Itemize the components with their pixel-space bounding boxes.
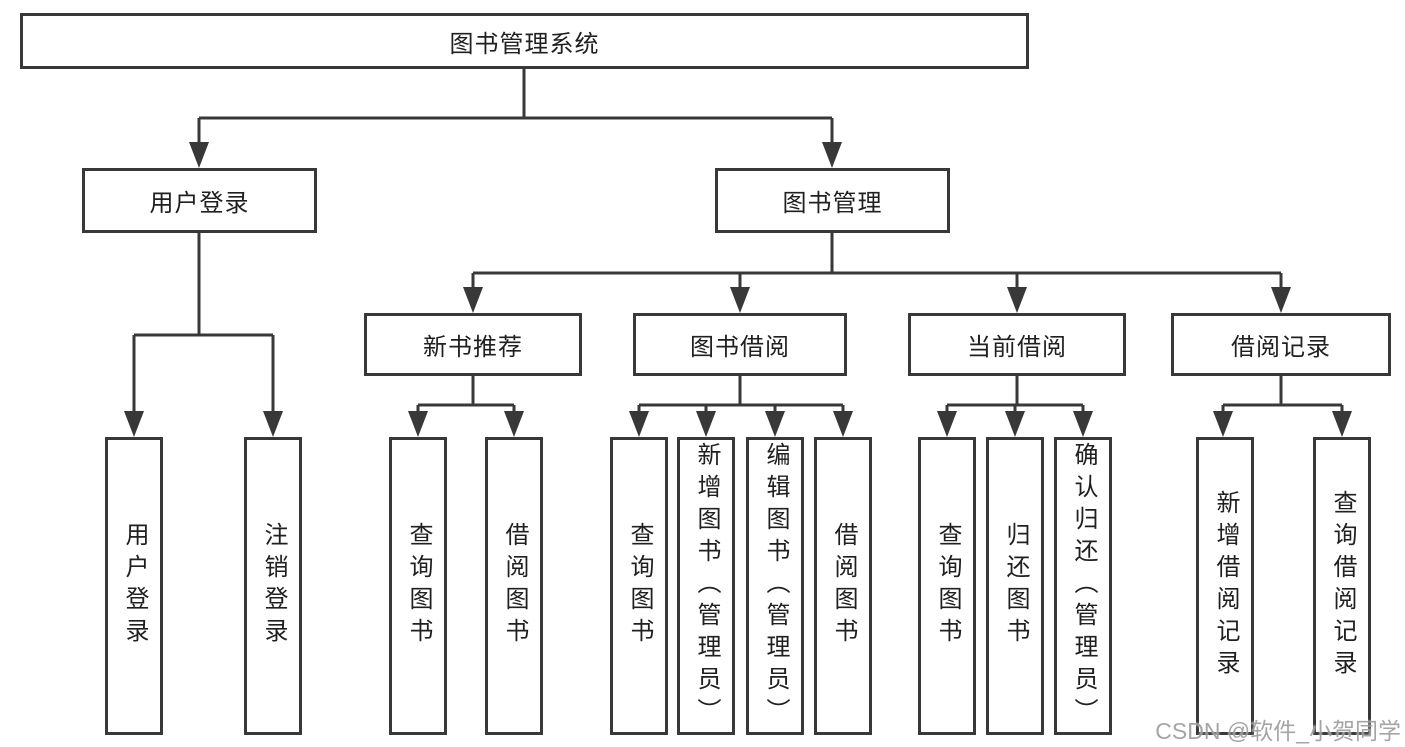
- leaf-label: 确认归还（管理员）: [1070, 442, 1097, 730]
- node-borrowing-records: 借阅记录: [1171, 313, 1391, 376]
- leaf-query-books: 查询图书: [610, 437, 668, 735]
- leaf-label: 注销登录: [260, 522, 287, 650]
- node-book-management: 图书管理: [715, 168, 950, 233]
- leaf-label: 借阅图书: [501, 522, 528, 650]
- leaf-query-books: 查询图书: [389, 437, 447, 735]
- leaf-label: 借阅图书: [830, 522, 857, 650]
- leaf-confirm-return-admin: 确认归还（管理员）: [1054, 437, 1112, 735]
- node-label: 图书管理系统: [449, 30, 600, 58]
- leaf-label: 用户登录: [121, 522, 148, 650]
- node-label: 图书管理: [782, 190, 883, 217]
- leaf-borrow-books: 借阅图书: [485, 437, 543, 735]
- leaf-label: 查询图书: [405, 522, 432, 650]
- watermark-csdn: CSDN @软件_小贺同学: [1155, 718, 1401, 744]
- node-library-management-system: 图书管理系统: [20, 13, 1029, 69]
- node-label: 新书推荐: [423, 334, 523, 361]
- node-new-book-recommendation: 新书推荐: [364, 313, 582, 376]
- node-current-borrowing: 当前借阅: [908, 313, 1126, 376]
- leaf-add-borrow-record: 新增借阅记录: [1196, 437, 1254, 735]
- leaf-label: 归还图书: [1002, 522, 1029, 650]
- leaf-label: 新增借阅记录: [1212, 490, 1239, 682]
- leaf-query-books: 查询图书: [918, 437, 976, 735]
- leaf-label: 查询图书: [934, 522, 961, 650]
- leaf-borrow-books: 借阅图书: [814, 437, 872, 735]
- node-book-borrowing: 图书借阅: [633, 313, 847, 376]
- leaf-label: 编辑图书（管理员）: [762, 442, 789, 730]
- node-label: 图书借阅: [690, 334, 790, 361]
- leaf-logout-login: 注销登录: [244, 437, 302, 735]
- leaf-label: 查询借阅记录: [1329, 490, 1356, 682]
- node-user-login: 用户登录: [82, 168, 317, 233]
- leaf-return-books: 归还图书: [986, 437, 1044, 735]
- leaf-query-borrow-record: 查询借阅记录: [1313, 437, 1371, 735]
- leaf-user-login: 用户登录: [105, 437, 163, 735]
- node-label: 借阅记录: [1231, 334, 1331, 361]
- leaf-label: 新增图书（管理员）: [693, 442, 720, 730]
- node-label: 用户登录: [149, 190, 250, 217]
- leaf-add-books-admin: 新增图书（管理员）: [677, 437, 735, 735]
- node-label: 当前借阅: [967, 334, 1067, 361]
- leaf-label: 查询图书: [626, 522, 653, 650]
- leaf-edit-books-admin: 编辑图书（管理员）: [746, 437, 804, 735]
